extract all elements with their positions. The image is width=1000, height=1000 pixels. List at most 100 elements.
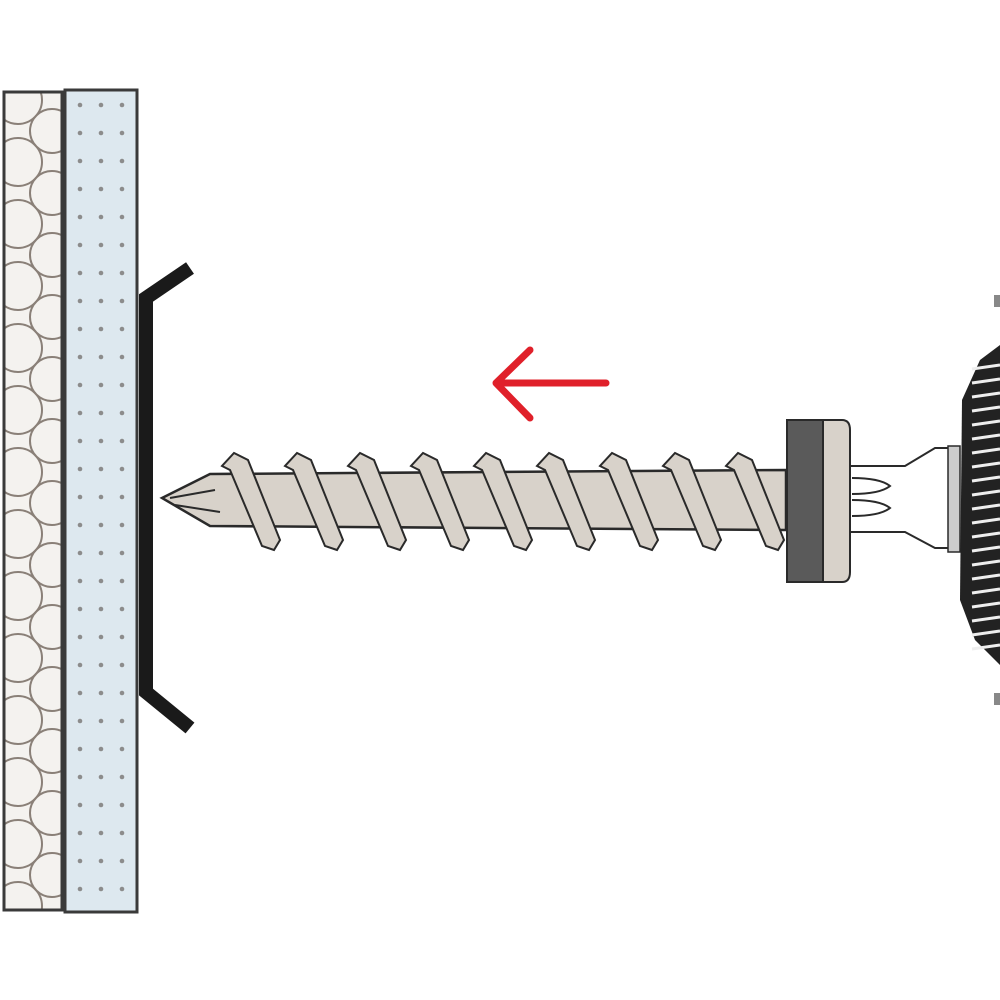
board-dot — [119, 186, 125, 192]
board-dot — [119, 550, 125, 556]
insulation-cell — [30, 915, 74, 959]
direction-arrow-left — [492, 346, 610, 422]
board-dot — [119, 242, 125, 248]
board-dot — [98, 662, 104, 668]
board-dot — [98, 382, 104, 388]
screw-thread — [283, 451, 345, 552]
board-dot — [77, 130, 83, 136]
board-dot — [98, 298, 104, 304]
board-dot — [119, 662, 125, 668]
insulation-cell — [29, 728, 62, 774]
screw-thread — [472, 451, 534, 552]
screw — [159, 451, 788, 552]
board-dot — [98, 634, 104, 640]
board-dot — [77, 242, 83, 248]
chuck-ridge — [971, 447, 1000, 455]
board-dot — [98, 326, 104, 332]
screw-thread — [724, 451, 786, 552]
board-dot — [119, 606, 125, 612]
chuck-edge-marks — [994, 295, 1000, 705]
board-dot — [98, 522, 104, 528]
board-dot — [77, 102, 83, 108]
insulation-outline — [2, 90, 64, 912]
board-dot — [98, 410, 104, 416]
board-dot — [98, 354, 104, 360]
board-dot — [77, 158, 83, 164]
board-dot — [119, 522, 125, 528]
board-dot — [98, 494, 104, 500]
board-dot — [119, 158, 125, 164]
board-dot — [98, 606, 104, 612]
board-dot — [77, 214, 83, 220]
washer — [786, 419, 851, 583]
chuck-ridge — [971, 405, 1000, 413]
board-dot — [98, 718, 104, 724]
screw-threads — [220, 451, 786, 552]
board-dot — [98, 102, 104, 108]
insulation-cell — [4, 323, 43, 373]
chuck-ridge — [971, 419, 1000, 427]
insulation-cell — [4, 137, 43, 187]
board-dot — [98, 774, 104, 780]
insulation-layer — [4, 92, 74, 959]
board-dot — [77, 578, 83, 584]
board-layer — [63, 88, 139, 914]
chuck-ridge — [971, 587, 1000, 595]
insulation-cell — [4, 385, 43, 435]
board-dot — [77, 186, 83, 192]
insulation-cell — [29, 790, 62, 836]
chuck-ridge — [971, 601, 1000, 609]
board-dot — [98, 886, 104, 892]
board-dot — [98, 186, 104, 192]
screw-tip-lines — [169, 489, 221, 513]
board-dot — [119, 326, 125, 332]
board-dot — [77, 858, 83, 864]
chuck-ridge — [971, 643, 1000, 651]
board-dot — [98, 158, 104, 164]
insulation-cell — [29, 480, 62, 526]
insulation-cell — [4, 695, 43, 745]
board-dot — [77, 438, 83, 444]
board-dot — [98, 858, 104, 864]
chuck-ridge — [971, 517, 1000, 525]
chuck-ridge — [971, 545, 1000, 553]
insulation-cell — [4, 509, 43, 559]
insulation-cell — [29, 356, 62, 402]
chuck-ridge — [971, 377, 1000, 385]
screw-thread — [346, 451, 408, 552]
board-dot — [119, 746, 125, 752]
board-dot — [77, 886, 83, 892]
board-dot — [98, 466, 104, 472]
drill-bit — [849, 445, 961, 553]
board-dot — [119, 634, 125, 640]
insulation-cell — [29, 604, 62, 650]
board-dot — [119, 410, 125, 416]
chuck-ridge — [971, 475, 1000, 483]
board-dot — [77, 522, 83, 528]
chuck-ridge — [971, 489, 1000, 497]
board-dot — [77, 774, 83, 780]
insulation-cell — [4, 881, 43, 910]
insulation-cell — [4, 571, 43, 621]
board-dot — [98, 802, 104, 808]
bracket — [139, 262, 195, 734]
board-dot — [119, 214, 125, 220]
chuck-ridge — [971, 615, 1000, 623]
insulation-cell — [29, 852, 62, 898]
insulation-cell — [4, 819, 43, 869]
screw-thread — [598, 451, 660, 552]
board-dot — [77, 634, 83, 640]
board-dot — [119, 102, 125, 108]
insulation-cell — [29, 108, 62, 154]
board-dot — [119, 494, 125, 500]
board-dot — [119, 858, 125, 864]
chuck-ridge — [971, 391, 1000, 399]
chuck-ridge — [971, 433, 1000, 441]
board-dot — [98, 130, 104, 136]
board-dot — [119, 578, 125, 584]
board-dot — [98, 830, 104, 836]
screw-thread — [535, 451, 597, 552]
board-dot — [98, 214, 104, 220]
